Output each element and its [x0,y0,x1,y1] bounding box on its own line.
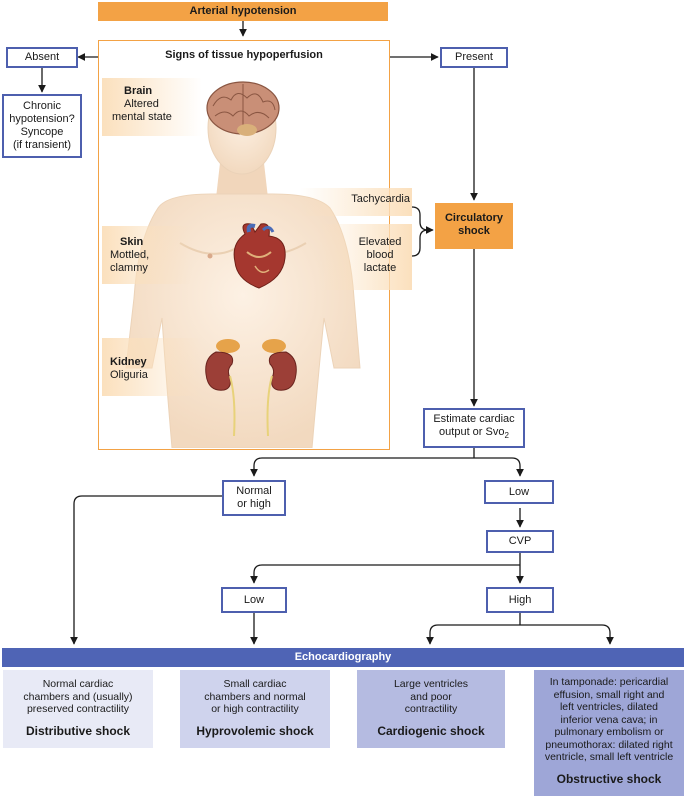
present-label: Present [455,51,493,63]
hypovolemic-shock-label: Hyprovolemic shock [196,724,314,738]
result-desc: effusion, small right and [553,688,665,701]
echocardiography-label: Echocardiography [294,651,392,663]
result-desc: Large ventricles [393,678,469,690]
result-desc: inferior vena cava; in [560,713,658,726]
estimate-line2-sub: 2 [504,431,509,441]
high-cvp-box: High [486,587,554,613]
result-desc: Small cardiac [223,678,287,690]
result-desc: chambers and (usually) [23,690,133,703]
result-desc: Normal cardiac [42,678,114,690]
lactate-sign-text: lactate [363,262,397,274]
arrow-high-to-cardiogenic [426,624,520,645]
arrow-normal-to-echo [70,495,222,645]
kidney-icon [205,339,297,437]
result-desc: and poor [410,690,452,703]
arrow-to-low2 [250,564,520,584]
absent-label: Absent [24,51,60,63]
result-desc: contractility [404,703,458,715]
circulatory-shock-line: shock [458,225,490,237]
title: Arterial hypotension [189,5,297,17]
kidney-sign: Kidney Oliguria [110,356,148,382]
brain-sign-text: Altered [124,98,159,110]
skin-sign-text: clammy [110,262,148,274]
title-bar: Arterial hypotension [98,2,388,21]
result-desc: preserved contractility [26,703,130,715]
absent-result-line: Syncope [20,126,64,138]
skin-sign-text: Mottled, [110,249,150,261]
brain-sign-bg [102,78,202,136]
normal-high-line: or high [237,498,271,510]
kidney-organ-label: Kidney [110,356,147,368]
skin-organ-label: Skin [120,236,144,248]
result-desc: chambers and normal [204,690,306,703]
arrow-to-low [474,457,524,477]
bracket-tachycardia [411,206,434,234]
kidney-sign-bg [102,338,202,396]
circulatory-shock-box: Circulatory shock [435,203,513,249]
obstructive-shock-label: Obstructive shock [556,772,662,786]
tachycardia-sign-bg [300,188,412,216]
circulatory-shock-line: Circulatory [444,212,504,224]
cvp-label: CVP [508,535,532,547]
estimate-line1: Estimate cardiac [433,413,515,426]
result-desc: pulmonary embolism or [554,726,664,738]
lactate-sign-bg [318,224,412,290]
absent-result-line: (if transient) [12,139,72,151]
low-cvp-box: Low [221,587,287,613]
skin-sign-bg [102,226,192,284]
brain-organ-label: Brain [124,85,153,97]
heart-icon [233,223,286,289]
absent-box: Absent [6,47,78,68]
estimate-box: Estimate cardiac output or Svo2 [423,408,525,448]
lactate-sign-text: Elevated [358,236,402,248]
brain-icon [206,81,280,136]
skin-sign: Skin Mottled, clammy [110,236,149,275]
result-desc: pneumothorax: dilated right [545,738,673,751]
lactate-sign-text: blood [366,249,394,261]
brain-sign: Brain Altered mental state [112,85,172,124]
arrow-high-to-obstructive [520,624,614,645]
distributive-shock-box: Normal cardiac chambers and (usually) pr… [3,670,153,748]
result-desc: In tamponade: pericardial [549,676,669,688]
normal-high-line: Normal [236,485,272,497]
cvp-box: CVP [486,530,554,553]
echocardiography-bar: Echocardiography [2,648,684,667]
chronic-hypotension-box: Chronic hypotension? Syncope (if transie… [2,94,82,158]
tachycardia-sign: Tachycardia [351,193,410,205]
arrow-to-normal-high [250,457,474,477]
distributive-shock-label: Distributive shock [25,724,131,738]
obstructive-shock-box: In tamponade: pericardial effusion, smal… [534,670,684,796]
cardiogenic-shock-box: Large ventricles and poor contractility … [357,670,505,748]
bracket-lactate [411,229,429,257]
lactate-sign: Elevated blood lactate [350,236,410,275]
estimate-line2-text: output or Svo [439,426,505,439]
normal-high-box: Normal or high [222,480,286,516]
low-output-label: Low [508,485,530,498]
low-output-box: Low [484,480,554,504]
low-cvp-label: Low [243,593,265,606]
high-cvp-label: High [508,593,532,606]
result-desc: ventricle, small left ventricle [544,751,674,763]
hypovolemic-shock-box: Small cardiac chambers and normal or hig… [180,670,330,748]
present-box: Present [440,47,508,68]
absent-result-line: Chronic [23,100,61,112]
cardiogenic-shock-label: Cardiogenic shock [377,724,485,738]
estimate-line2: output or Svo2 [439,426,509,442]
brain-sign-text: mental state [112,111,172,123]
absent-result-line: hypotension? [9,113,75,125]
kidney-sign-text: Oliguria [110,369,148,381]
panel-title: Signs of tissue hypoperfusion [165,49,323,61]
result-desc: or high contractility [211,703,299,715]
result-desc: left ventricles, dilated [559,701,659,713]
